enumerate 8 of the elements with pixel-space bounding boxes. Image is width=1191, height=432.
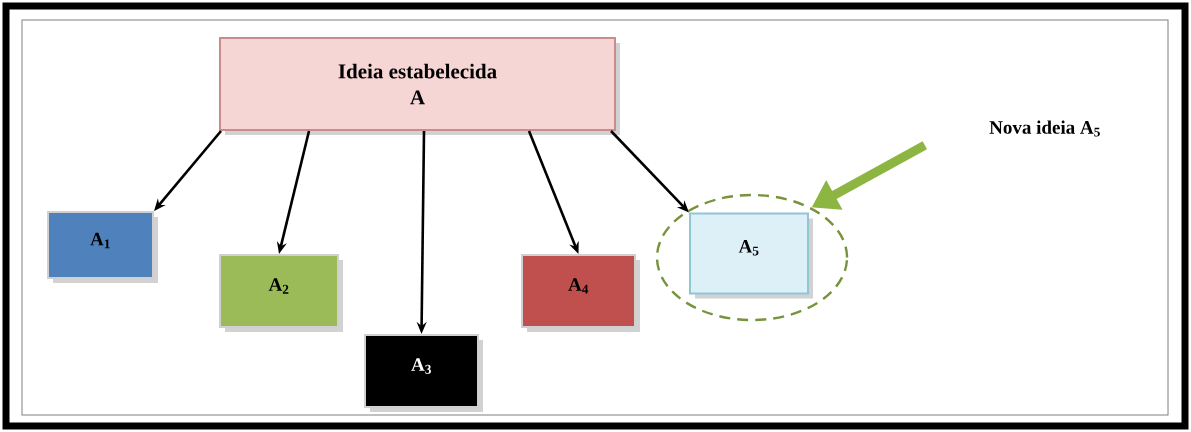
idea-box: Ideia estabelecida A — [219, 37, 616, 131]
dashed-circle — [655, 193, 849, 322]
idea-box: A$_{1}$ — [47, 211, 154, 279]
idea-box: A$_{5}$ — [689, 212, 809, 295]
label-text: Nova ideia A$_{5}$ — [989, 120, 1100, 137]
idea-box: A$_{3}$ — [364, 334, 479, 408]
idea-box: A$_{4}$ — [521, 254, 636, 328]
idea-box: A$_{2}$ — [219, 254, 339, 328]
